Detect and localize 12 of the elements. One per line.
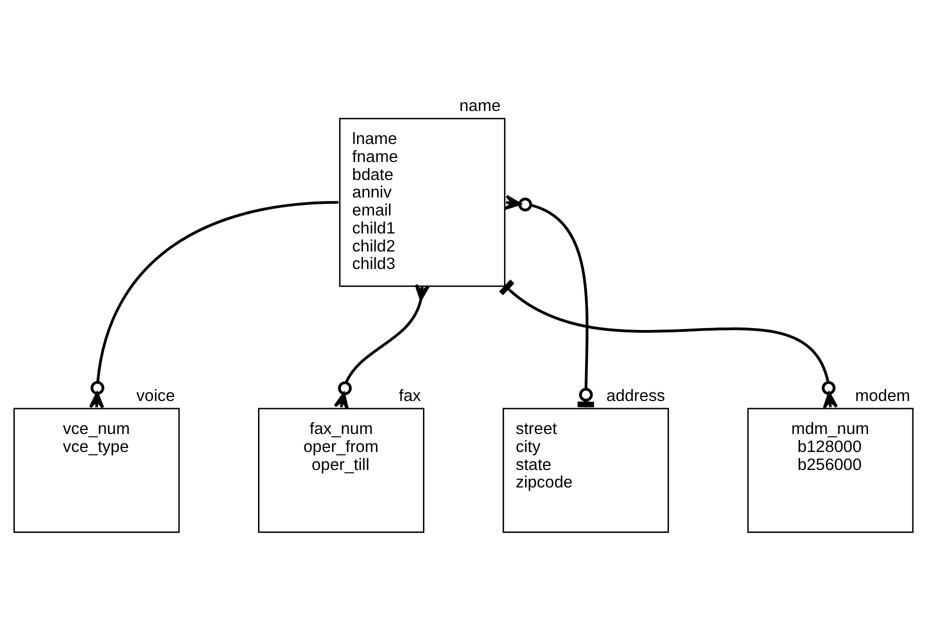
node-box: fax_num oper_from oper_till xyxy=(258,408,424,533)
node-label: voice xyxy=(136,387,175,406)
node-label: address xyxy=(606,387,666,406)
node-label: name xyxy=(459,97,501,116)
connector xyxy=(89,201,338,409)
node-box: street city state zipcode xyxy=(502,408,669,533)
node-box: lname fname bdate anniv email child1 child2 child3 xyxy=(339,118,506,287)
node-box: vce_num vce_type xyxy=(13,408,180,533)
node-label: fax xyxy=(398,387,421,406)
connector xyxy=(334,284,430,410)
node-label: modem xyxy=(855,387,910,406)
node-box: mdm_num b128000 b256000 xyxy=(747,408,914,533)
